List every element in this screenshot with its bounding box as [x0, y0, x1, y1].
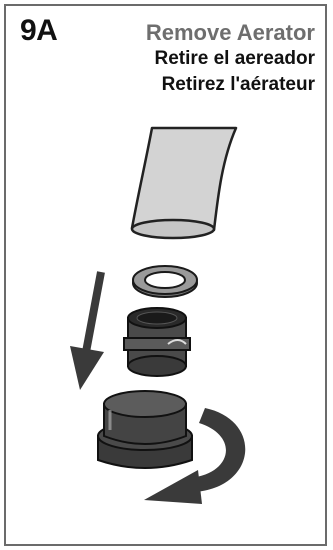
- down-arrow-icon: [70, 272, 104, 390]
- washer-icon: [133, 266, 197, 297]
- faucet-spout-icon: [132, 128, 236, 238]
- aerator-housing-icon: [98, 391, 192, 468]
- aerator-insert-icon: [124, 308, 190, 376]
